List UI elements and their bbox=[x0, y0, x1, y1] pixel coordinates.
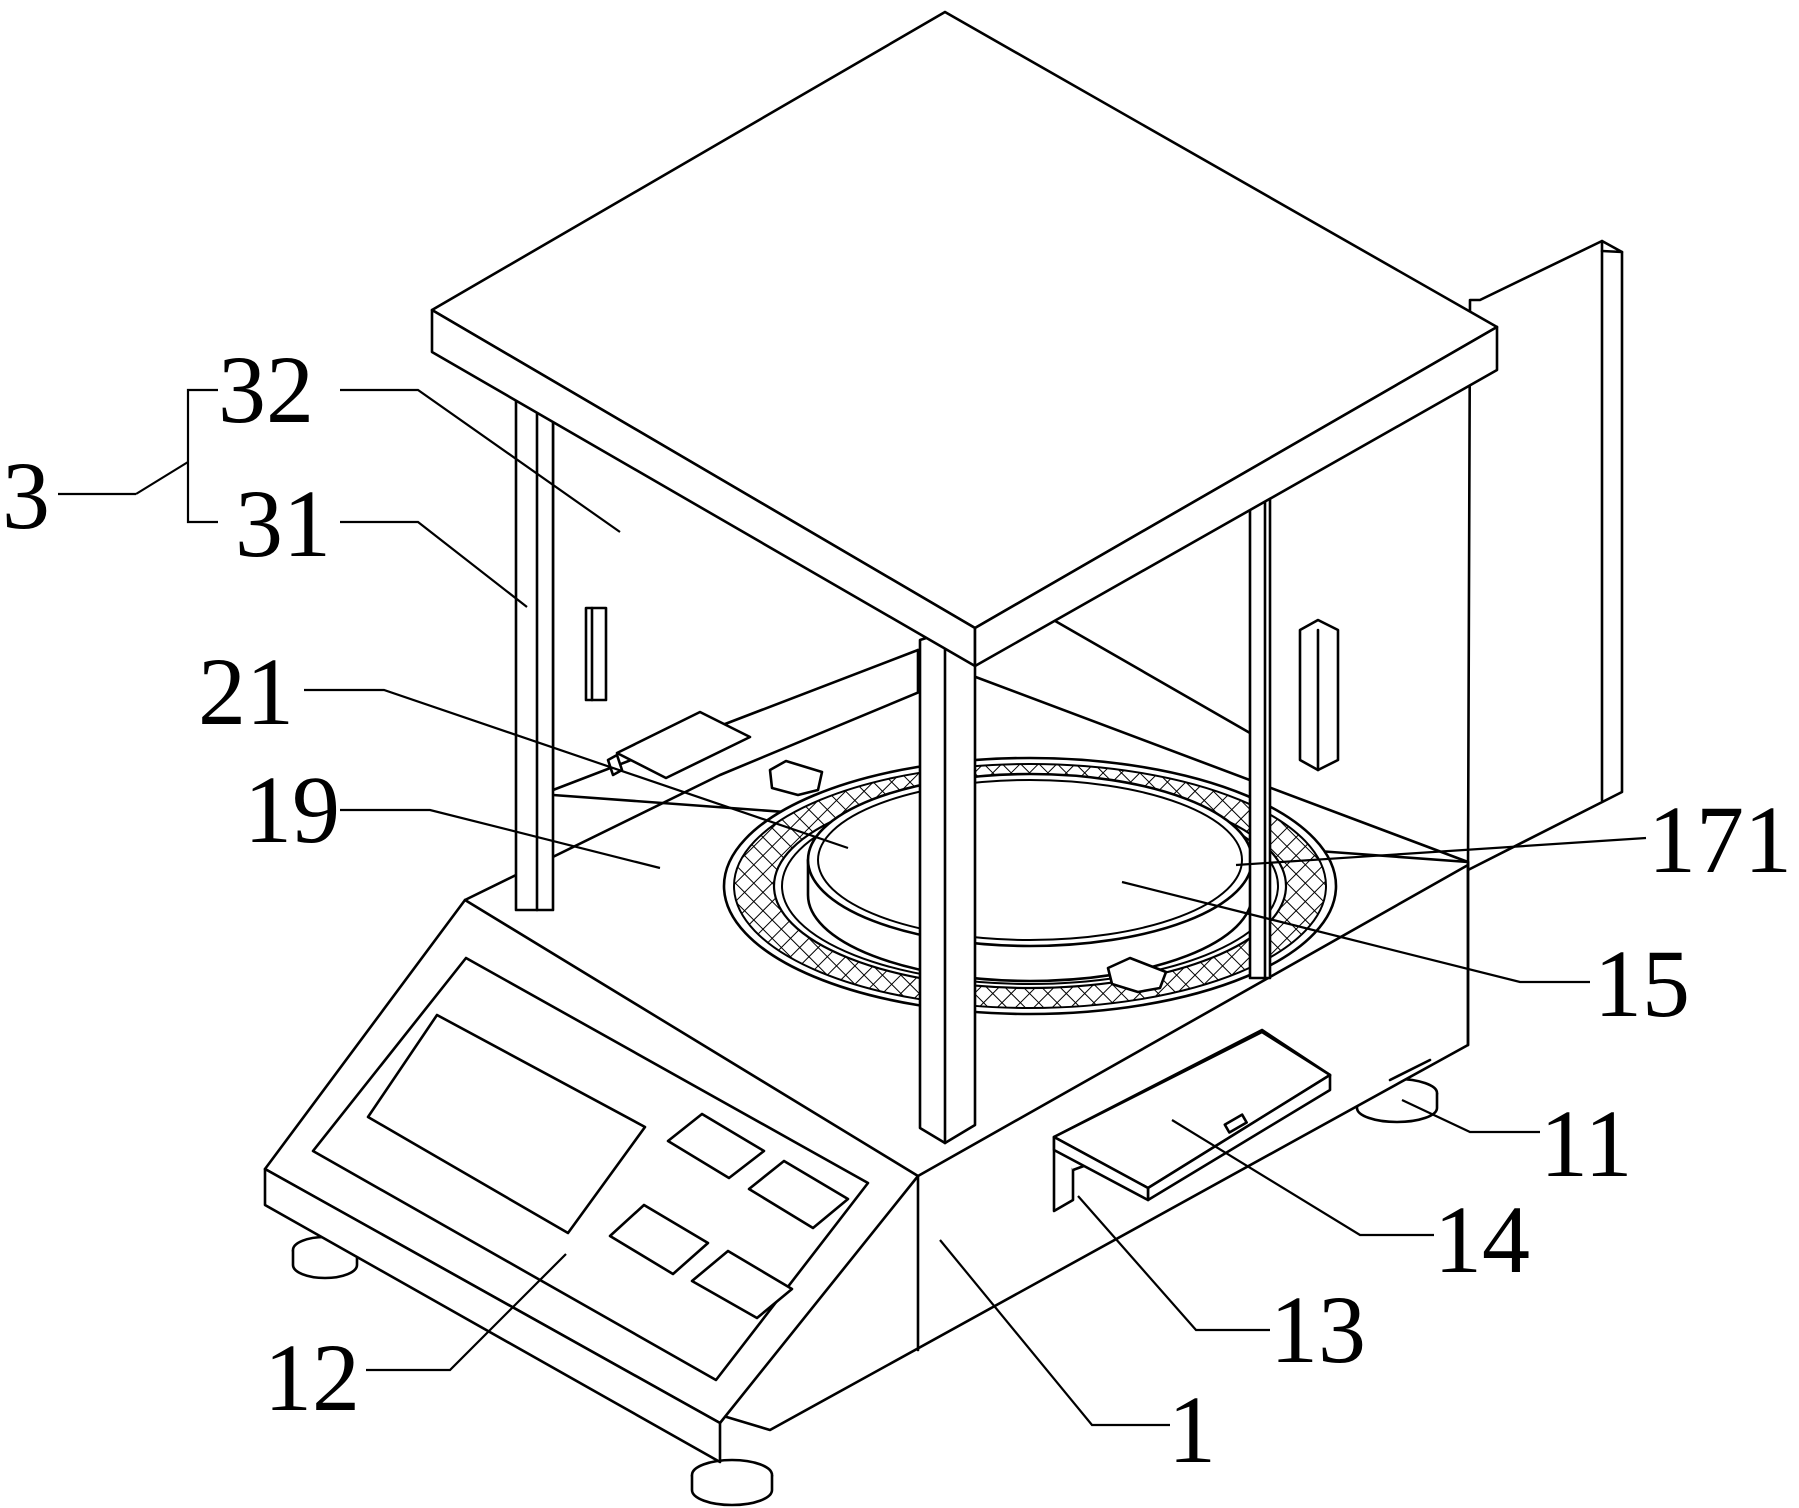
display-console bbox=[265, 900, 918, 1462]
label-3: 3 bbox=[2, 442, 50, 549]
keypad-buttons bbox=[610, 1114, 848, 1318]
label-21: 21 bbox=[198, 638, 294, 745]
label-15: 15 bbox=[1594, 930, 1690, 1037]
label-12: 12 bbox=[264, 1324, 360, 1431]
right-side-panel bbox=[1468, 241, 1622, 870]
label-11: 11 bbox=[1540, 1090, 1632, 1197]
leader-lines bbox=[58, 390, 1646, 1425]
label-13: 13 bbox=[1270, 1276, 1366, 1383]
label-171: 171 bbox=[1648, 786, 1792, 893]
top-cover bbox=[432, 12, 1497, 666]
label-1: 1 bbox=[1168, 1376, 1216, 1483]
label-31: 31 bbox=[235, 470, 331, 577]
label-14: 14 bbox=[1434, 1186, 1530, 1293]
label-32: 32 bbox=[218, 336, 314, 443]
label-19: 19 bbox=[244, 756, 340, 863]
rear-guide bbox=[608, 712, 750, 778]
front-post bbox=[920, 632, 975, 1143]
drawer-slot bbox=[1054, 1030, 1330, 1211]
right-door-assembly bbox=[1250, 498, 1338, 978]
callout-labels: 3 32 31 21 19 171 15 11 14 13 12 1 bbox=[2, 336, 1792, 1483]
left-door-assembly bbox=[516, 396, 606, 910]
weighing-pan-assembly bbox=[724, 758, 1336, 1014]
